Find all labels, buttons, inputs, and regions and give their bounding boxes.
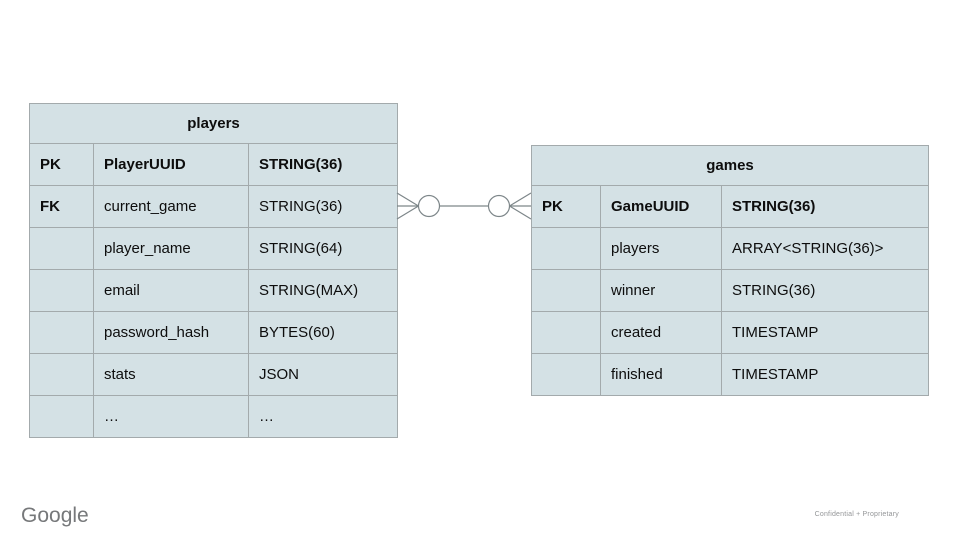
players-table: players PK PlayerUUID STRING(36) FK curr… [28, 103, 399, 438]
type-cell: STRING(36) [720, 269, 930, 312]
type-cell: STRING(36) [247, 143, 399, 186]
table-row: players ARRAY<STRING(36)> [531, 227, 930, 270]
key-cell: FK [29, 185, 94, 228]
field-cell: player_name [93, 227, 249, 270]
key-cell [531, 353, 601, 396]
field-cell: finished [600, 353, 722, 396]
key-cell [29, 269, 94, 312]
table-row: stats JSON [29, 353, 399, 396]
type-cell: … [247, 395, 399, 438]
key-cell [29, 395, 94, 438]
table-row: FK current_game STRING(36) [29, 185, 399, 228]
table-row: … … [29, 395, 399, 438]
confidential-label: Confidential + Proprietary [814, 511, 899, 518]
type-cell: TIMESTAMP [720, 311, 930, 354]
type-cell: STRING(36) [247, 185, 399, 228]
games-table: games PK GameUUID STRING(36) players ARR… [530, 145, 930, 396]
key-cell [531, 227, 601, 270]
field-cell: created [600, 311, 722, 354]
key-cell: PK [531, 185, 601, 228]
type-cell: JSON [247, 353, 399, 396]
table-row: password_hash BYTES(60) [29, 311, 399, 354]
key-cell: PK [29, 143, 94, 186]
field-cell: PlayerUUID [93, 143, 249, 186]
field-cell: GameUUID [600, 185, 722, 228]
players-table-title: players [28, 103, 399, 144]
table-title-row: games [530, 145, 930, 186]
table-row: finished TIMESTAMP [531, 353, 930, 396]
field-cell: … [93, 395, 249, 438]
key-cell [29, 227, 94, 270]
type-cell: STRING(64) [247, 227, 399, 270]
field-cell: password_hash [93, 311, 249, 354]
games-table-title: games [530, 145, 930, 186]
zero-circle-right-icon [487, 194, 511, 218]
google-logo: Google [21, 504, 89, 527]
field-cell: winner [600, 269, 722, 312]
type-cell: STRING(36) [720, 185, 930, 228]
table-row: PK PlayerUUID STRING(36) [29, 143, 399, 186]
field-cell: players [600, 227, 722, 270]
key-cell [29, 353, 94, 396]
field-cell: current_game [93, 185, 249, 228]
type-cell: TIMESTAMP [720, 353, 930, 396]
key-cell [531, 269, 601, 312]
type-cell: ARRAY<STRING(36)> [720, 227, 930, 270]
zero-circle-left-icon [417, 194, 441, 218]
type-cell: STRING(MAX) [247, 269, 399, 312]
field-cell: stats [93, 353, 249, 396]
table-row: PK GameUUID STRING(36) [531, 185, 930, 228]
key-cell [29, 311, 94, 354]
type-cell: BYTES(60) [247, 311, 399, 354]
field-cell: email [93, 269, 249, 312]
relationship-connector [396, 192, 532, 220]
table-row: created TIMESTAMP [531, 311, 930, 354]
crows-foot-left-icon [396, 192, 419, 220]
table-row: email STRING(MAX) [29, 269, 399, 312]
table-title-row: players [28, 103, 399, 144]
table-row: winner STRING(36) [531, 269, 930, 312]
key-cell [531, 311, 601, 354]
table-row: player_name STRING(64) [29, 227, 399, 270]
crows-foot-right-icon [509, 192, 532, 220]
